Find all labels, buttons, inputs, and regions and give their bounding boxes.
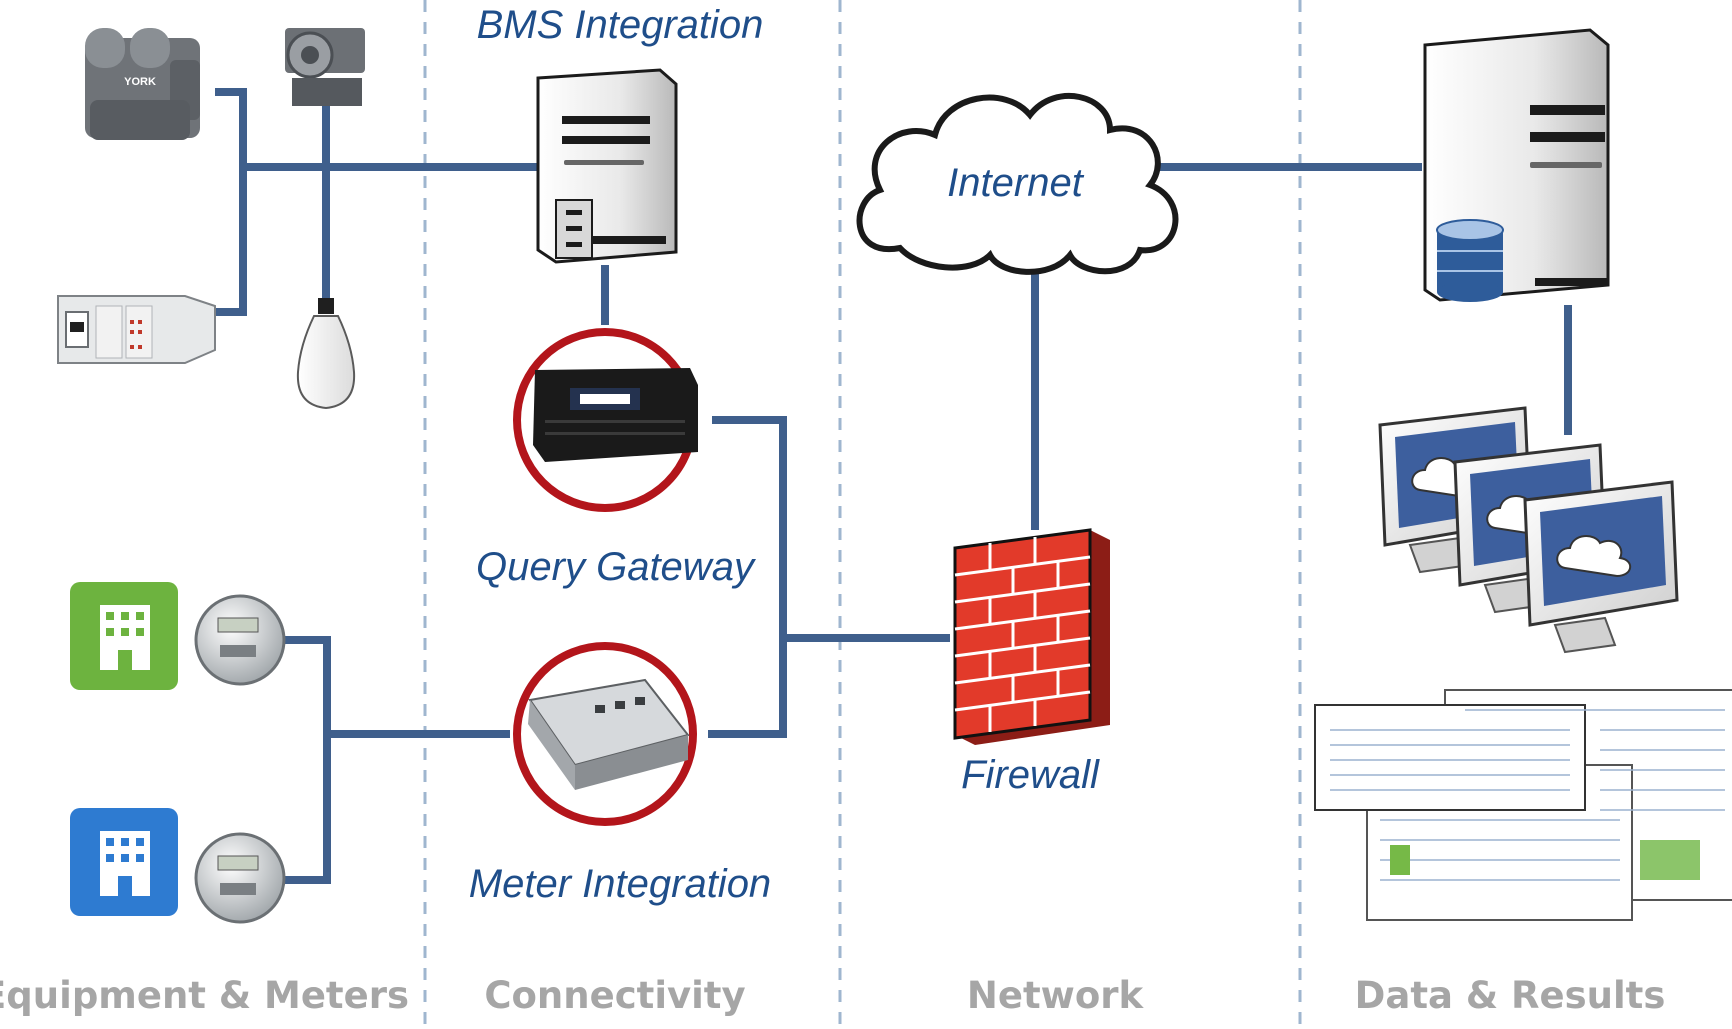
connector-lines <box>215 88 1572 884</box>
blower-fan-icon <box>285 28 365 106</box>
firewall-label: Firewall <box>961 753 1100 797</box>
column-label-connectivity: Connectivity <box>484 974 745 1017</box>
query-gateway-label: Query Gateway <box>476 545 757 589</box>
meter-integration-icon <box>513 642 697 826</box>
electric-meter-icon-1 <box>194 594 286 686</box>
report-documents-icon <box>1314 689 1732 921</box>
light-bulb-icon <box>296 298 356 410</box>
column-label-network: Network <box>967 974 1145 1017</box>
internet-label: Internet <box>947 161 1085 205</box>
connector-chiller-ahu <box>215 88 247 316</box>
chiller-icon: YORK <box>85 28 200 140</box>
meter-integration-label: Meter Integration <box>469 862 771 906</box>
monitor-icon-3 <box>1523 480 1679 654</box>
bms-integration-label: BMS Integration <box>477 3 764 47</box>
air-handler-icon <box>57 295 216 364</box>
firewall-icon <box>953 528 1110 745</box>
internet-cloud-icon <box>856 92 1179 275</box>
query-gateway-icon <box>513 328 698 512</box>
electric-meter-icon-2 <box>194 832 286 924</box>
column-dividers <box>423 0 1302 1029</box>
column-label-equipment: Equipment & Meters <box>0 974 409 1017</box>
column-label-data-results: Data & Results <box>1355 974 1666 1017</box>
connector-gateway-junction <box>708 416 787 738</box>
database-icon <box>1436 219 1504 302</box>
bms-server-icon <box>536 68 678 264</box>
chiller-brand: YORK <box>124 76 156 88</box>
blue-building-icon <box>70 808 178 916</box>
green-building-icon <box>70 582 178 690</box>
connector-meters <box>285 636 331 884</box>
